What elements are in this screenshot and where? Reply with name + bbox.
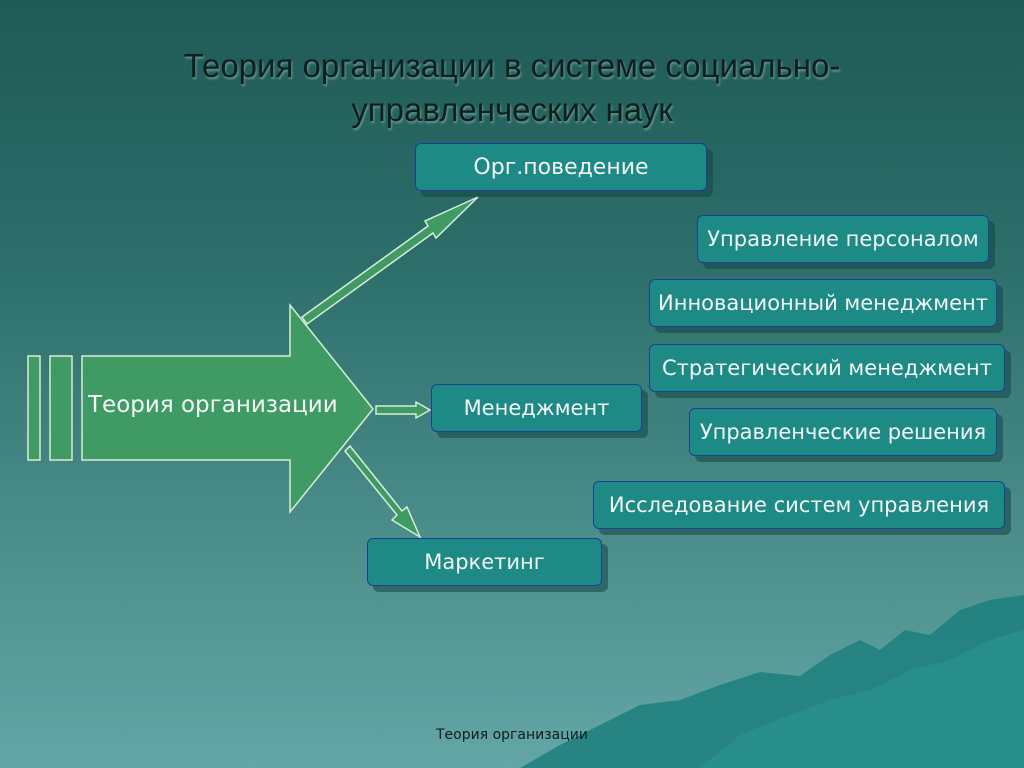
arrow-to-org-behavior xyxy=(300,196,479,326)
arrow-tail-bar-2 xyxy=(49,355,73,461)
node-org-behavior: Орг.поведение xyxy=(415,143,707,191)
slide-footer: Теория организации xyxy=(436,727,588,743)
node-management: Менеджмент xyxy=(431,384,642,432)
node-personnel-management: Управление персоналом xyxy=(697,215,989,263)
main-block-arrow xyxy=(81,302,374,515)
title-line-1: Теория организации в системе социально- xyxy=(183,47,841,84)
title-line-2: управленческих наук xyxy=(351,91,673,128)
arrow-tail-bar-1 xyxy=(27,355,41,461)
node-innovation-management: Инновационный менеджмент xyxy=(649,279,997,327)
node-systems-research: Исследование систем управления xyxy=(593,481,1005,529)
node-marketing: Маркетинг xyxy=(367,538,602,586)
arrow-to-marketing xyxy=(343,444,422,539)
arrow-to-management xyxy=(375,400,432,420)
mountain-shade xyxy=(700,630,1024,768)
node-managerial-decisions: Управленческие решения xyxy=(689,408,997,456)
node-strategic-management: Стратегический менеджмент xyxy=(649,344,1005,392)
main-arrow-label: Теория организации xyxy=(88,392,338,418)
slide-title: Теория организации в системе социально- … xyxy=(120,44,904,132)
